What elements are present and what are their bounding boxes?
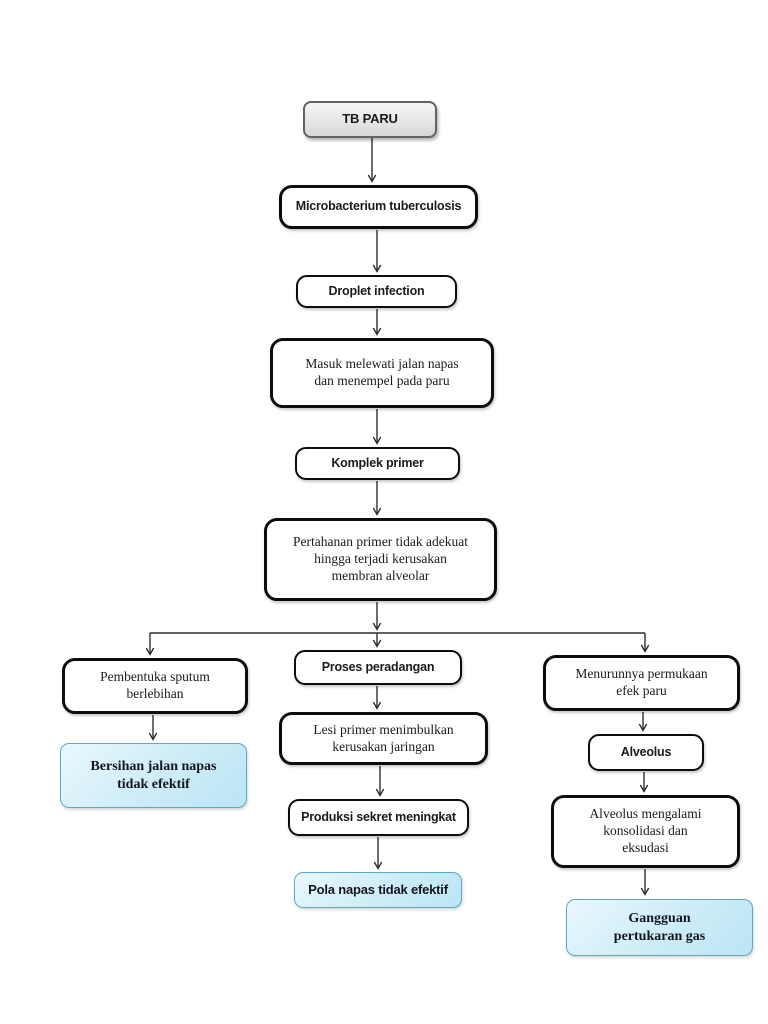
node-menurunnya-permukaan: Menurunnya permukaan efek paru <box>543 655 740 711</box>
node-label: Komplek primer <box>331 455 424 470</box>
node-pertahanan-primer: Pertahanan primer tidak adekuat hingga t… <box>264 518 497 601</box>
node-alveolus-konsolidasi: Alveolus mengalami konsolidasi dan eksud… <box>551 795 740 868</box>
node-tb-paru: TB PARU <box>303 101 437 138</box>
node-pola-napas: Pola napas tidak efektif <box>294 872 462 908</box>
node-label: Alveolus <box>620 744 672 759</box>
node-label: Menurunnya permukaan efek paru <box>575 666 708 698</box>
node-label: TB PARU <box>342 111 398 127</box>
node-droplet-infection: Droplet infection <box>296 275 457 308</box>
node-lesi-primer: Lesi primer menimbulkan kerusakan jaring… <box>279 712 488 765</box>
node-label: Gangguan pertukaran gas <box>613 911 706 944</box>
node-bersihan-jalan-napas: Bersihan jalan napas tidak efektif <box>60 743 247 808</box>
node-label: Pola napas tidak efektif <box>308 881 448 897</box>
node-label: Droplet infection <box>328 283 425 298</box>
node-alveolus: Alveolus <box>588 734 704 771</box>
node-produksi-sekret: Produksi sekret meningkat <box>288 799 469 836</box>
node-label: Pembentuka sputum berlebihan <box>100 669 210 701</box>
node-proses-peradangan: Proses peradangan <box>294 650 462 685</box>
node-label: Microbacterium tuberculosis <box>295 199 462 214</box>
node-komplek-primer: Komplek primer <box>295 447 460 480</box>
node-gangguan-pertukaran-gas: Gangguan pertukaran gas <box>566 899 753 956</box>
node-label: Lesi primer menimbulkan kerusakan jaring… <box>313 721 454 754</box>
node-label: Alveolus mengalami konsolidasi dan eksud… <box>589 806 702 855</box>
node-masuk-melewati-jalan-napas: Masuk melewati jalan napas dan menempel … <box>270 338 494 408</box>
node-label: Bersihan jalan napas tidak efektif <box>90 759 217 792</box>
node-label: Proses peradangan <box>321 659 435 674</box>
node-microbacterium-tuberculosis: Microbacterium tuberculosis <box>279 185 478 229</box>
node-label: Produksi sekret meningkat <box>301 809 456 824</box>
node-pembentuka-sputum: Pembentuka sputum berlebihan <box>62 658 248 714</box>
node-label: Pertahanan primer tidak adekuat hingga t… <box>292 534 469 583</box>
node-label: Masuk melewati jalan napas dan menempel … <box>305 356 459 388</box>
